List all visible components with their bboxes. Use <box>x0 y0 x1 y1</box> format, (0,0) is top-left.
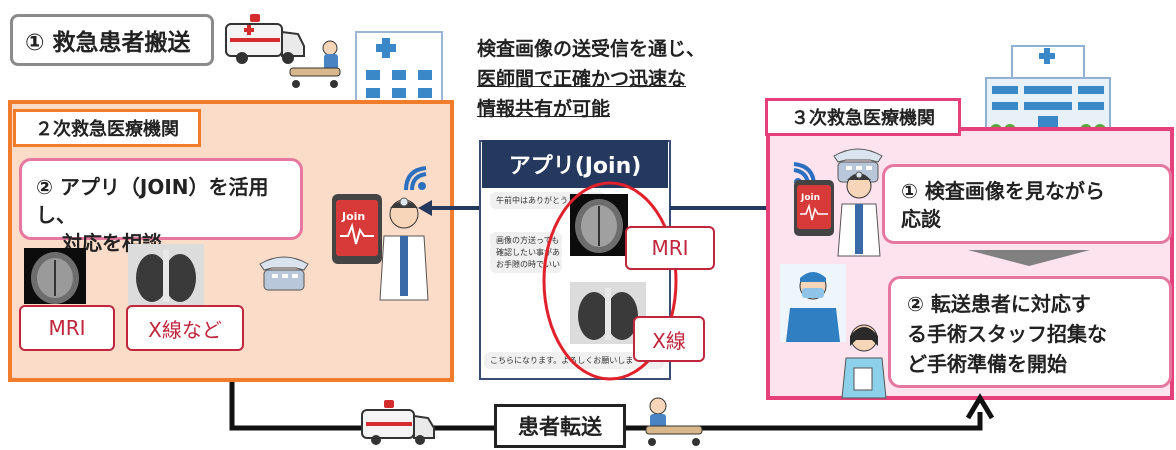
wifi-icon <box>404 166 427 191</box>
tertiary-hospital-title: ３次救急医療機関 <box>765 98 961 136</box>
xray-image <box>128 244 204 306</box>
stretcher-icon <box>645 397 703 446</box>
down-arrow <box>968 250 1090 266</box>
chat-message: こちらになります。よろしくお願いしま <box>484 352 664 369</box>
mri-label: MRI <box>19 305 115 351</box>
step1-label: ① 救急患者搬送 <box>10 14 214 66</box>
nurse-icon <box>841 324 887 399</box>
app-mri-label: MRI <box>625 226 715 270</box>
ambulance-icon <box>361 400 435 445</box>
secondary-hospital-title: ２次救急医療機関 <box>13 109 201 147</box>
mri-image <box>24 248 86 304</box>
xray-image <box>570 282 646 344</box>
telephone-icon <box>259 256 309 291</box>
app-title: アプリ(Join) <box>482 140 668 188</box>
app-xray-label: X線 <box>633 316 705 362</box>
doctor-icon <box>837 171 881 257</box>
highlight-ellipse <box>542 181 678 381</box>
stretcher-icon <box>289 40 341 88</box>
svg-text:Join: Join <box>800 193 820 203</box>
ambulance-icon <box>225 14 305 64</box>
svg-text:Join: Join <box>341 210 365 223</box>
phone-app-icon: Join <box>332 194 382 264</box>
mri-image <box>570 194 628 256</box>
description-text: 検査画像の送受信を通じ、 医師間で正確かつ迅速な 情報共有が可能 <box>477 38 706 120</box>
tertiary-callout-1: ① 検査画像を見ながら 応談 <box>882 164 1172 244</box>
xray-label: X線など <box>126 305 244 351</box>
surgeon-icon <box>780 264 846 342</box>
patient-transfer-label: 患者転送 <box>494 404 626 448</box>
doctor-icon <box>379 197 429 301</box>
phone-app-icon: Join <box>794 180 834 236</box>
tertiary-callout-2: ② 転送患者に対応す る手術スタッフ招集な ど手術準備を開始 <box>888 276 1172 388</box>
arrow-to-secondary <box>418 200 482 216</box>
